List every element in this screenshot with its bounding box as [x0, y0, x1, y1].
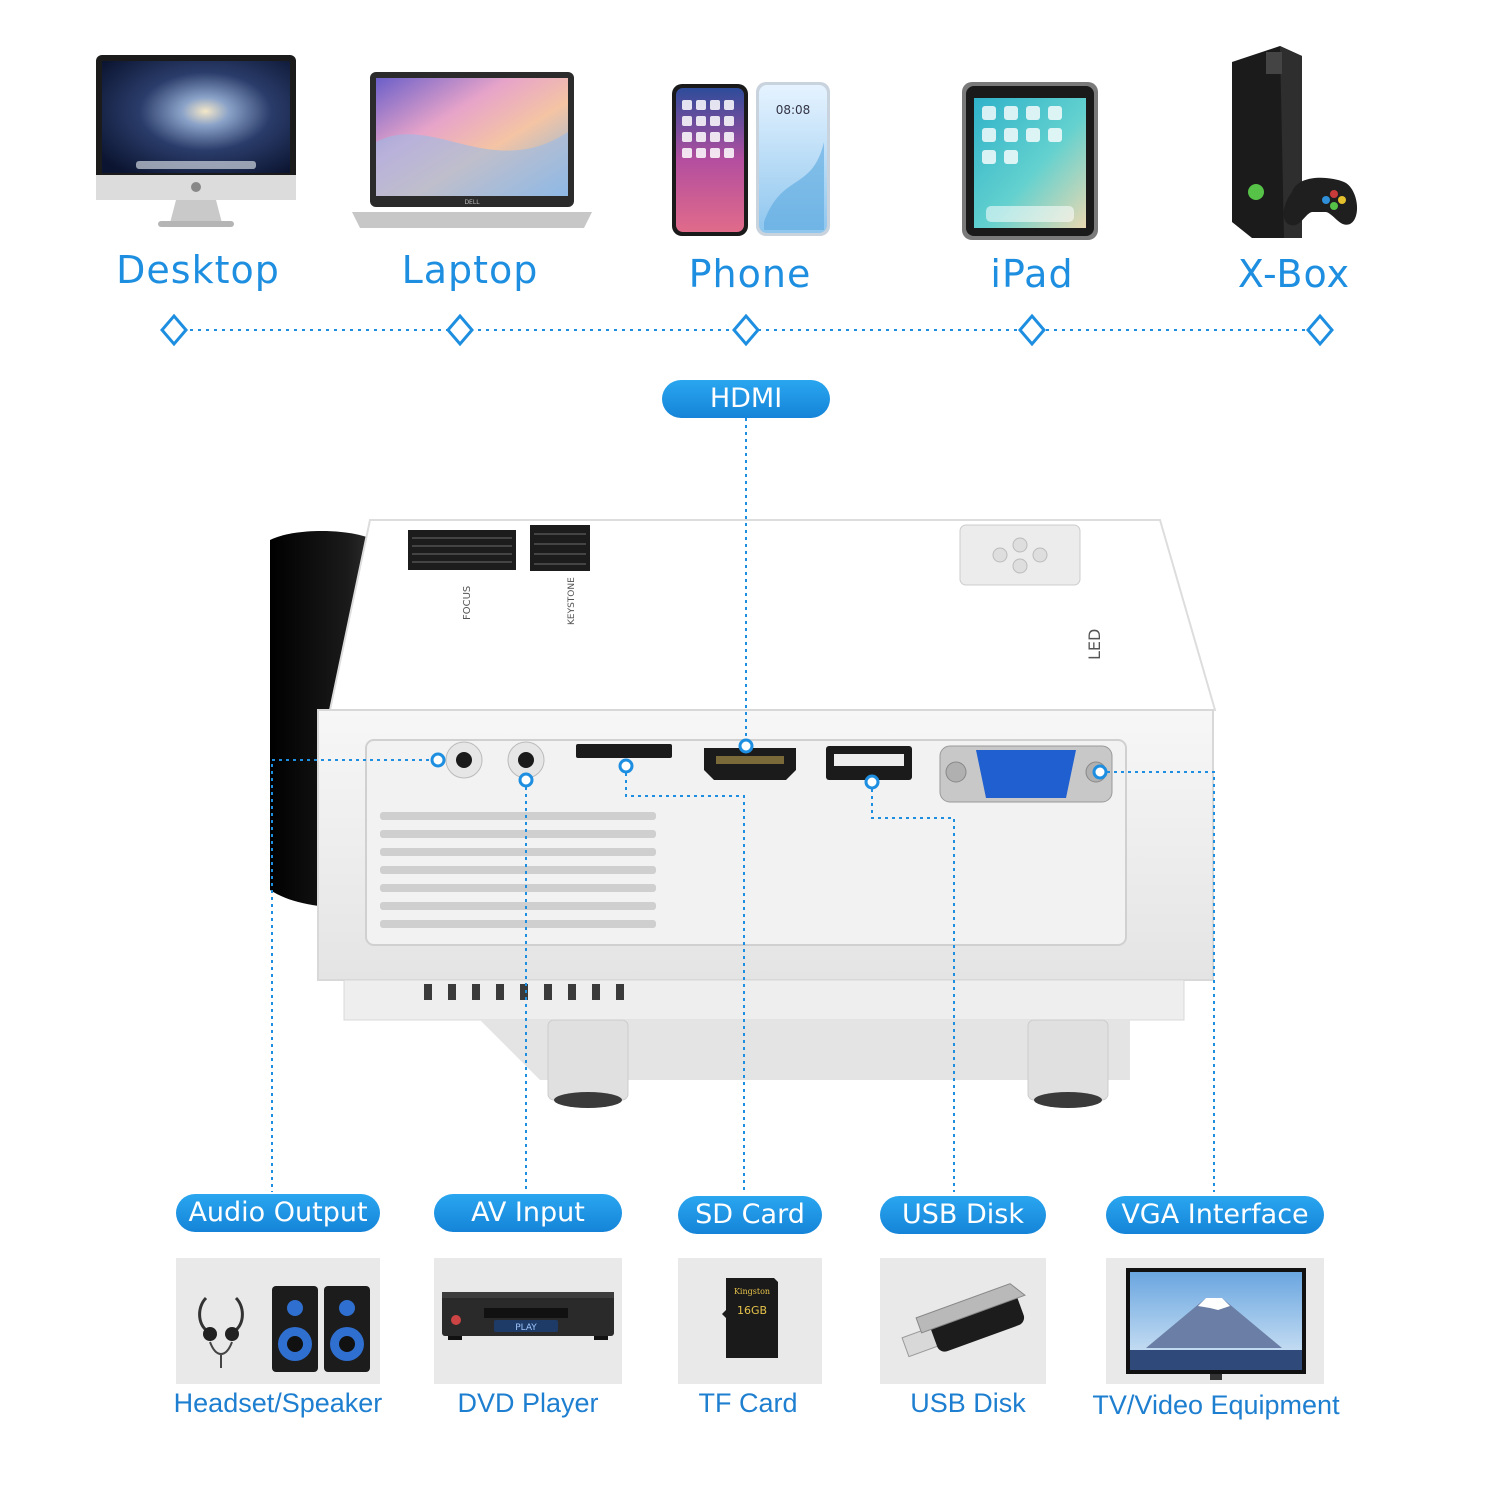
- dvd-player-icon: PLAY: [442, 1292, 614, 1340]
- hdmi-label-pill: HDMI: [662, 380, 830, 418]
- phone-time-text: 08:08: [776, 103, 811, 117]
- vga-port: [976, 750, 1076, 798]
- dvd-player-box: PLAY: [434, 1258, 622, 1384]
- speaker-icon: [198, 1286, 370, 1372]
- device-label-desktop: Desktop: [116, 248, 280, 292]
- port-pill-sd-card: SD Card: [678, 1196, 822, 1234]
- phone-device: 08:08: [672, 82, 834, 237]
- connector-dot: [864, 774, 880, 790]
- diamond-marker: [1306, 313, 1334, 347]
- game-console-icon: [1232, 46, 1358, 238]
- port-pill-audio-output: Audio Output: [176, 1194, 380, 1232]
- device-label-tf-card: TF Card: [698, 1388, 798, 1418]
- device-label-dvd-player: DVD Player: [457, 1388, 599, 1418]
- desktop-icon: [96, 55, 296, 227]
- sd-card-icon: Kingston 16GB: [722, 1278, 778, 1358]
- projector-brand-text: LED: [1085, 629, 1104, 660]
- port-pill-usb-disk: USB Disk: [880, 1196, 1046, 1234]
- device-label-xbox: X-Box: [1237, 252, 1351, 296]
- keystone-label: KEYSTONE: [567, 577, 577, 625]
- diamond-marker: [1018, 313, 1046, 347]
- diamond-marker: [160, 313, 188, 347]
- port-pill-vga-interface: VGA Interface: [1106, 1196, 1324, 1234]
- tablet-icon: [962, 82, 1098, 240]
- tf-card-box: Kingston 16GB: [678, 1258, 822, 1384]
- laptop-device: DELL: [352, 72, 592, 232]
- laptop-icon: DELL: [352, 72, 592, 228]
- av-jack: [518, 752, 534, 768]
- xbox-device: [1222, 42, 1362, 242]
- focus-wheel: [408, 530, 516, 570]
- device-label-usb-disk: USB Disk: [910, 1388, 1026, 1418]
- headset-speaker-box: [176, 1258, 380, 1384]
- usb-drive-icon: [901, 1283, 1026, 1358]
- focus-label: FOCUS: [462, 586, 473, 620]
- sd-brand-text: Kingston: [734, 1287, 770, 1296]
- connector-dot: [618, 758, 634, 774]
- tv-icon: [1126, 1268, 1306, 1380]
- device-label-tv-video: TV/Video Equipment: [1092, 1390, 1340, 1420]
- connector-dot: [430, 752, 446, 768]
- control-panel: [959, 524, 1081, 586]
- connector-dot: [1092, 764, 1108, 780]
- sd-capacity-text: 16GB: [737, 1304, 767, 1317]
- dvd-play-text: PLAY: [515, 1323, 537, 1333]
- device-label-phone: Phone: [688, 252, 812, 296]
- diamond-marker: [446, 313, 474, 347]
- usb-disk-box: [880, 1258, 1046, 1384]
- audio-jack: [456, 752, 472, 768]
- device-label-headset-speaker: Headset/Speaker: [173, 1388, 383, 1418]
- device-label-laptop: Laptop: [401, 248, 539, 292]
- connector-dot: [518, 772, 534, 788]
- laptop-brand-text: DELL: [464, 199, 480, 206]
- tv-box: [1106, 1258, 1324, 1384]
- connector-dot: [738, 738, 754, 754]
- ipad-device: [962, 82, 1098, 240]
- port-pill-av-input: AV Input: [434, 1194, 622, 1232]
- device-label-ipad: iPad: [990, 252, 1074, 296]
- desktop-device: [96, 55, 296, 230]
- diamond-marker: [732, 313, 760, 347]
- phone-icon: 08:08: [672, 82, 830, 236]
- sd-slot: [576, 744, 672, 758]
